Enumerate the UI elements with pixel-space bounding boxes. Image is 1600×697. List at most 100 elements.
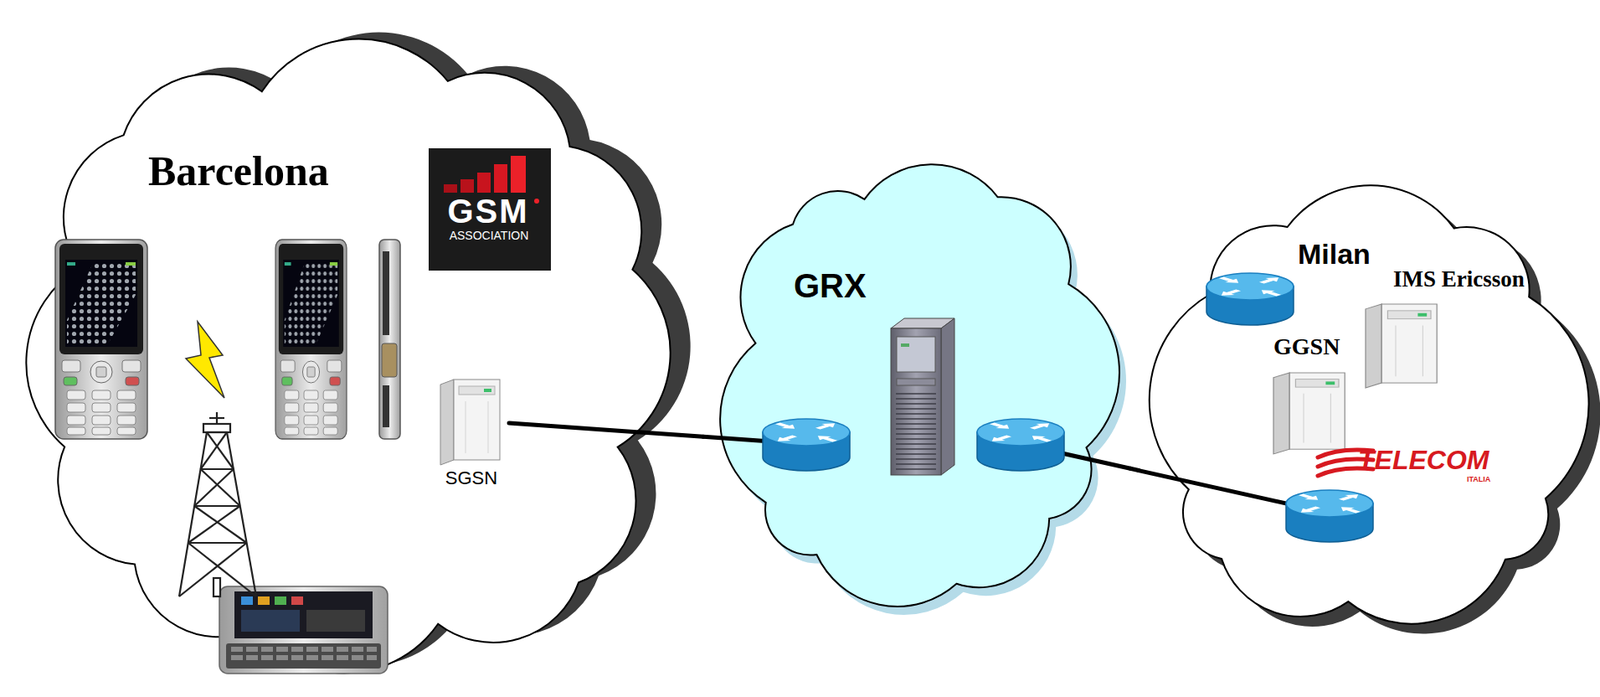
- network-cloud: GRX: [703, 146, 1131, 624]
- grx-server: [896, 336, 936, 372]
- smartphone: [306, 654, 319, 660]
- smartphone: [306, 609, 366, 632]
- slim-phone: [382, 385, 390, 428]
- smartphone: [366, 654, 377, 660]
- cloud-outline: [15, 30, 685, 685]
- grx-server: [895, 457, 937, 460]
- lightning-bolt: [185, 321, 225, 398]
- grx-server: [895, 468, 937, 470]
- radio-tower: [203, 423, 231, 433]
- grx-server: [895, 427, 937, 430]
- smartphone: [321, 646, 334, 652]
- radio-tower: [209, 416, 225, 419]
- cloud-shadow: [1161, 195, 1600, 633]
- radio-tower: [200, 468, 234, 470]
- grx-server: [895, 463, 937, 465]
- grx-server: [895, 442, 937, 445]
- server-node: SGSN: [433, 375, 510, 491]
- grx-server: [895, 392, 937, 395]
- cloud-shape: [1149, 185, 1590, 623]
- logo-text: ITALIA: [1466, 474, 1491, 484]
- smartphone: [336, 654, 349, 660]
- radio-tower: [213, 577, 221, 597]
- router-icon: [762, 418, 850, 471]
- smartphone: [321, 654, 334, 660]
- logo-text: ASSOCIATION: [449, 228, 530, 242]
- gsm-logo: [493, 164, 508, 193]
- cloud-outline: [703, 146, 1131, 624]
- gsm-logo: [510, 155, 526, 193]
- server-label: IMS Ericsson: [1393, 266, 1525, 293]
- router-icon: [1206, 272, 1294, 325]
- radio-tower: [206, 432, 234, 469]
- smartphone: [219, 586, 388, 674]
- cloud-shape: [720, 164, 1120, 607]
- grx-server: [895, 437, 937, 440]
- smartphone: [291, 596, 304, 605]
- smartphone: [246, 654, 258, 660]
- grx-server: [890, 328, 942, 475]
- smartphone: [276, 646, 289, 652]
- network-link: [1130, 468, 1139, 470]
- gsm-logo: [460, 179, 474, 193]
- smartphone: [291, 646, 304, 652]
- network-cloud: MilanGGSNIMS Ericsson: [1138, 180, 1595, 645]
- network-link: [509, 422, 704, 437]
- mobile-phone: [275, 239, 347, 439]
- smartphone: [231, 654, 243, 660]
- radio-tower: [200, 432, 227, 469]
- radio-tower: [194, 505, 247, 543]
- grx-server: [895, 417, 937, 420]
- slim-phone: [379, 239, 401, 439]
- server-icon: [440, 379, 500, 465]
- slim-phone: [379, 239, 401, 439]
- grx-server: [900, 343, 910, 347]
- smartphone: [291, 654, 304, 660]
- gsm-logo: [428, 148, 551, 271]
- smartphone: [226, 643, 381, 669]
- server-icon: [1273, 372, 1345, 454]
- radio-tower: [194, 468, 234, 506]
- smartphone: [241, 609, 300, 632]
- grx-server: [895, 407, 937, 410]
- grx-server: [895, 393, 937, 469]
- router-icon: [977, 418, 1065, 471]
- grx-server: [895, 402, 937, 405]
- smartphone: [231, 646, 243, 652]
- grx-server: [895, 432, 937, 435]
- smartphone: [219, 586, 388, 674]
- router-icon: [762, 418, 850, 471]
- slim-phone: [381, 343, 397, 377]
- router-icon: [1286, 489, 1374, 542]
- wire: [703, 436, 807, 444]
- wire: [703, 436, 1317, 510]
- smartphone: [231, 646, 377, 660]
- slim-phone: [382, 251, 390, 335]
- radio-tower: [179, 432, 207, 597]
- gsm-logo: [443, 184, 458, 193]
- smartphone: [257, 596, 270, 605]
- grx-server: [895, 412, 937, 415]
- radio-tower: [179, 411, 257, 597]
- gsm-logo: [477, 172, 491, 193]
- grx-server: [895, 422, 937, 425]
- radio-tower: [194, 504, 241, 507]
- router-icon: [1286, 489, 1374, 542]
- grx-server: [890, 318, 955, 475]
- smartphone: [241, 596, 253, 605]
- server-icon: [1365, 303, 1437, 388]
- cloud-label: Milan: [1297, 237, 1371, 271]
- logo-text: GSM: [447, 191, 529, 231]
- network-cloud: BarcelonaSGSN: [15, 30, 685, 685]
- smartphone: [234, 591, 373, 638]
- cloud-shape: [25, 39, 670, 674]
- smartphone: [351, 654, 364, 660]
- router-icon: [1206, 272, 1294, 325]
- grx-server: [895, 452, 937, 455]
- mobile-phone: [275, 239, 347, 439]
- smartphone: [351, 646, 364, 652]
- mobile-phone: [55, 239, 148, 439]
- smartphone: [274, 596, 287, 605]
- gsm-logo: [428, 148, 551, 271]
